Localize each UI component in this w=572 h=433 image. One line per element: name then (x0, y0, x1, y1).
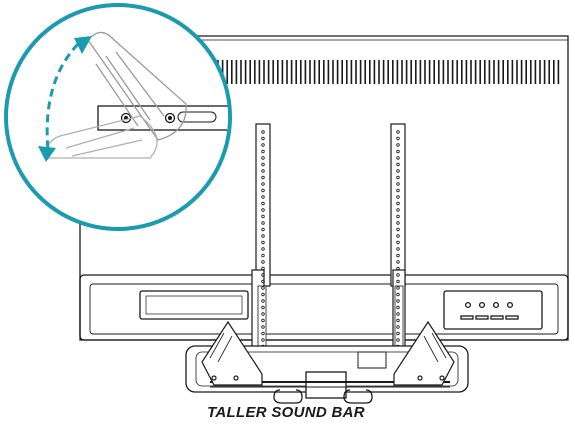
arm-hole (261, 175, 265, 180)
arm-hole (261, 247, 265, 251)
tv-lower-housing (79, 274, 569, 341)
arm-hole (396, 221, 400, 225)
arm-hole (396, 149, 400, 154)
arm-hole (396, 260, 400, 264)
arm-hole (396, 227, 400, 232)
arm-hole (396, 201, 400, 206)
arm-hole (396, 208, 400, 212)
arm-hole (261, 305, 265, 310)
rotation-arrow (45, 42, 80, 151)
arm-hole (261, 149, 265, 154)
arm-hole (261, 266, 265, 271)
arm-hole (396, 286, 400, 290)
sound-bar-center-clamp (305, 371, 347, 399)
arm-hole (396, 175, 400, 180)
arm-hole (396, 325, 400, 329)
arm-hole (396, 240, 400, 245)
arm-hole (396, 130, 400, 134)
support-hooks (273, 389, 373, 404)
arm-hole (396, 292, 400, 297)
arm-hole (261, 208, 265, 212)
arm-hole (261, 136, 265, 141)
arm-hole (261, 201, 265, 206)
arm-hole (261, 162, 265, 167)
arm-hole (261, 292, 265, 297)
arm-hole (396, 195, 400, 199)
arm-hole (261, 240, 265, 245)
arm-hole (261, 286, 265, 290)
arm-hole (396, 273, 400, 277)
arm-hole (396, 318, 400, 323)
arm-hole (261, 318, 265, 323)
arm-hole (261, 325, 265, 329)
arm-hole (396, 279, 400, 284)
bracket-right (393, 320, 455, 386)
arm-hole (261, 331, 265, 336)
detail-inset (4, 3, 232, 231)
arm-hole (396, 214, 400, 219)
arm-hole (261, 182, 265, 186)
arm-hole (396, 234, 400, 238)
inset-bar (97, 105, 228, 131)
sound-bar-label (357, 351, 387, 369)
arm-hole (396, 162, 400, 167)
arm-hole (396, 253, 400, 258)
tv-port-panel (443, 290, 543, 330)
arm-hole (396, 188, 400, 193)
arm-hole (261, 169, 265, 173)
arm-hole (261, 221, 265, 225)
tv-recess-left (139, 290, 249, 320)
arm-hole (396, 143, 400, 147)
inset-plate-upright (87, 31, 187, 141)
arm-hole (396, 247, 400, 251)
bracket-left (201, 320, 263, 386)
arm-hole (396, 136, 400, 141)
arm-hole (261, 279, 265, 284)
vent-grille (217, 60, 560, 84)
diagram-caption: TALLER SOUND BAR (207, 404, 365, 421)
arm-hole (396, 299, 400, 303)
arm-hole (396, 169, 400, 173)
arm-hole (396, 305, 400, 310)
arm-hole (261, 312, 265, 316)
arm-hole (261, 253, 265, 258)
arm-hole (261, 214, 265, 219)
arm-hole (396, 338, 400, 342)
arm-hole (261, 227, 265, 232)
arm-hole (261, 299, 265, 303)
arm-hole (261, 188, 265, 193)
arm-hole (396, 331, 400, 336)
arm-hole (261, 273, 265, 277)
arm-hole (261, 338, 265, 342)
arrow-head-top (74, 36, 92, 54)
arrow-head-bottom (38, 146, 56, 162)
arm-hole (261, 156, 265, 160)
arm-hole (261, 195, 265, 199)
arm-hole (261, 234, 265, 238)
arm-hole (396, 156, 400, 160)
arm-hole (396, 266, 400, 271)
tv-ports (460, 301, 519, 320)
arm-hole (396, 312, 400, 316)
arm-hole (261, 130, 265, 134)
arm-hole (396, 182, 400, 186)
arm-hole (261, 143, 265, 147)
arm-hole (261, 260, 265, 264)
